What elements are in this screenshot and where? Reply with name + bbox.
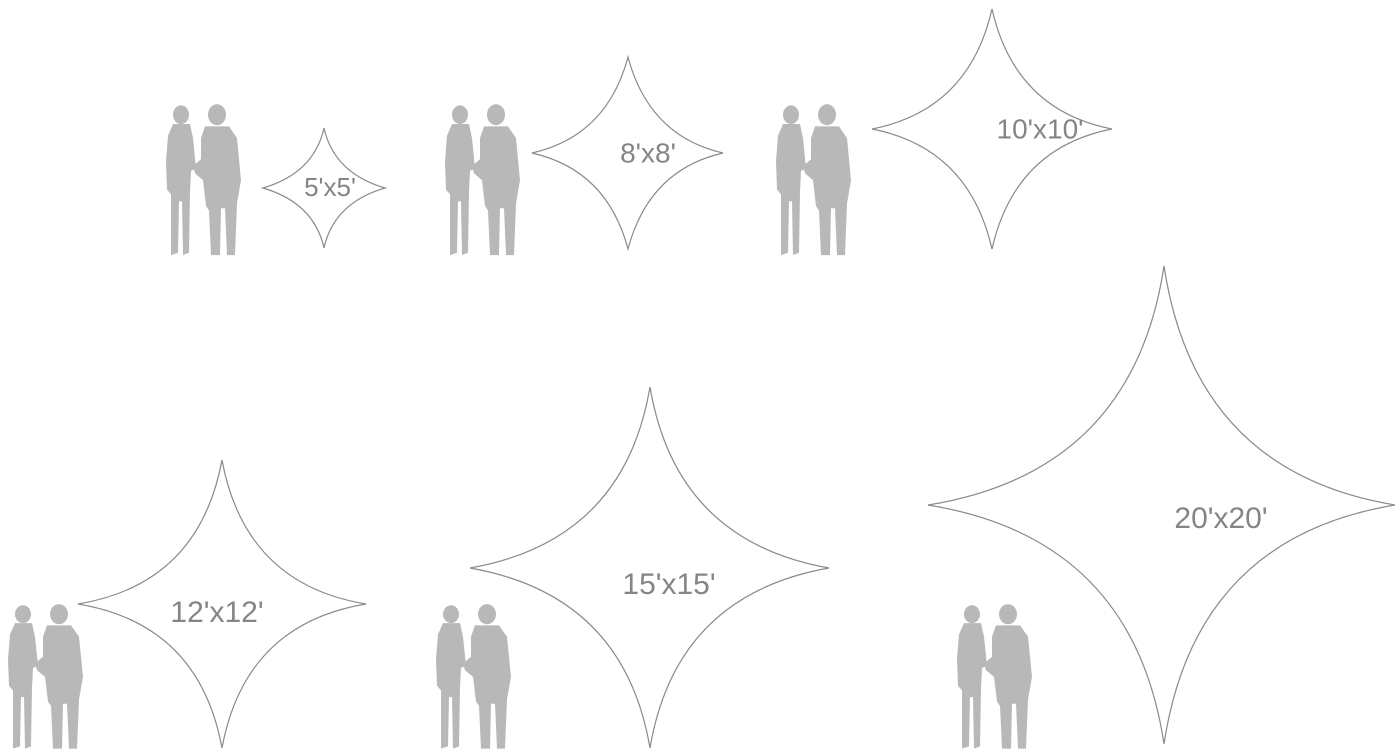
sail-group-8x8: 8'x8': [445, 54, 724, 256]
sail-8x8: [531, 54, 724, 252]
sail-5x5: [260, 127, 388, 249]
sail-label-10x10: 10'x10': [997, 113, 1084, 144]
people-silhouette-icon: [776, 104, 851, 256]
sail-label-15x15: 15'x15': [622, 568, 715, 601]
sail-20x20: [927, 265, 1395, 745]
sail-label-12x12: 12'x12': [170, 596, 263, 629]
sail-15x15: [469, 386, 830, 749]
people-silhouette-icon: [445, 104, 520, 256]
sail-label-8x8: 8'x8': [620, 137, 676, 168]
sail-group-12x12: 12'x12': [8, 459, 367, 749]
sail-group-20x20: 20'x20': [927, 265, 1395, 749]
sail-group-15x15: 15'x15': [436, 386, 830, 749]
sail-group-5x5: 5'x5': [166, 104, 388, 256]
sail-12x12: [77, 459, 367, 749]
people-silhouette-icon: [957, 604, 1032, 749]
sail-10x10: [871, 8, 1113, 250]
people-silhouette-icon: [8, 604, 83, 749]
people-silhouette-icon: [436, 604, 511, 749]
sail-group-10x10: 10'x10': [776, 8, 1113, 256]
sail-label-20x20: 20'x20': [1174, 502, 1267, 535]
sail-label-5x5: 5'x5': [304, 172, 356, 202]
people-silhouette-icon: [166, 104, 241, 256]
